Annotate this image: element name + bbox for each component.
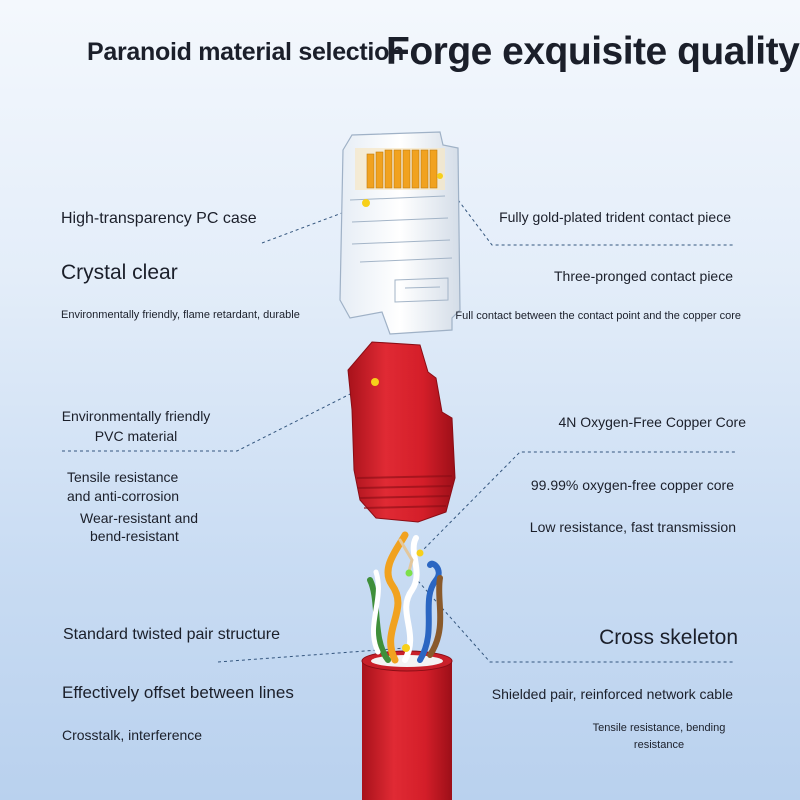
label-wear-1: Wear-resistant and: [80, 510, 199, 526]
label-offset-lines: Effectively offset between lines: [62, 683, 294, 702]
label-oxygen-free: 99.99% oxygen-free copper core: [530, 477, 734, 493]
contact-marker-dot: [437, 173, 443, 179]
label-4n-copper: 4N Oxygen-Free Copper Core: [558, 414, 746, 430]
label-pc-case: High-transparency PC case: [61, 210, 257, 227]
twisted-pairs: [367, 531, 444, 664]
cable-jacket: [361, 650, 453, 800]
label-tensile-1: Tensile resistance: [67, 469, 179, 485]
label-shielded-pair: Shielded pair, reinforced network cable: [491, 686, 733, 702]
gold-contacts: [366, 149, 438, 189]
title-right: Forge exquisite quality: [386, 30, 800, 73]
rj45-connector: [339, 131, 461, 335]
label-crystal-clear: Crystal clear: [61, 261, 178, 284]
label-wear-2: bend-resistant: [90, 528, 179, 544]
red-boot: [347, 341, 456, 523]
label-eco-flame: Environmentally friendly, flame retardan…: [61, 309, 300, 321]
label-tensile-bend: Tensile resistance, bending resistance: [592, 722, 726, 751]
skeleton-marker-dot: [405, 569, 413, 577]
label-tensile-2: and anti-corrosion: [67, 488, 180, 504]
label-low-resistance: Low resistance, fast transmission: [529, 519, 736, 535]
label-cross-skeleton: Cross skeleton: [599, 626, 738, 649]
label-three-pronged: Three-pronged contact piece: [554, 268, 733, 284]
title-left: Paranoid material selection: [87, 38, 405, 66]
twisted-marker-dot: [402, 644, 410, 652]
label-crosstalk: Crosstalk, interference: [62, 727, 203, 743]
copper-marker-dot: [416, 549, 424, 557]
label-twisted-pair: Standard twisted pair structure: [63, 626, 280, 643]
pvc-marker-dot: [371, 378, 379, 386]
label-gold-plated: Fully gold-plated trident contact piece: [499, 209, 731, 225]
label-pvc-material: Environmentally friendly PVC material: [61, 408, 211, 444]
label-full-contact: Full contact between the contact point a…: [455, 310, 741, 322]
pc-case-marker-dot: [362, 199, 370, 207]
